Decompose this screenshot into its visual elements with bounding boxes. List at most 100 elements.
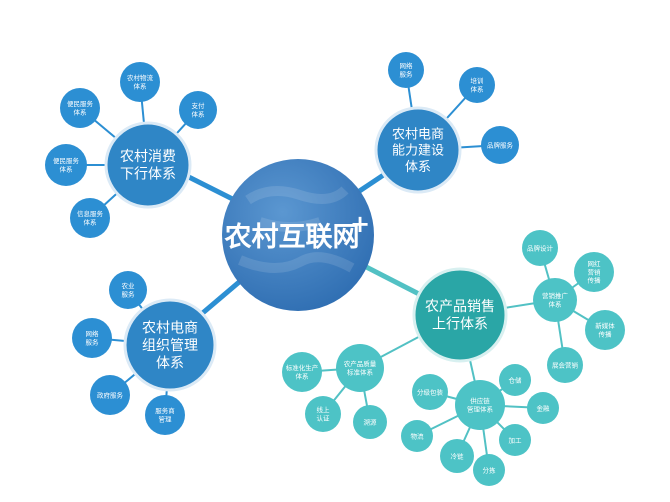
leaf-supply-label: 金融 bbox=[537, 403, 551, 412]
leaf-quality: 溯源 bbox=[353, 405, 387, 439]
hub-organization-label: 农村电商 bbox=[142, 320, 198, 336]
leaf-capacity-label: 品牌服务 bbox=[487, 140, 514, 149]
leaf-capacity-label: 网络 bbox=[400, 61, 414, 70]
leaf-supply-label: 分拣 bbox=[483, 465, 497, 474]
leaf-organization-label: 服务 bbox=[122, 289, 136, 298]
leaf-organization-circle bbox=[109, 271, 147, 309]
leaf-quality-circle bbox=[305, 396, 341, 432]
leaf-marketing: 展会营销 bbox=[547, 347, 583, 383]
leaf-marketing-label: 营销 bbox=[588, 267, 602, 276]
leaf-supply: 物流 bbox=[401, 420, 433, 452]
hub-organization-label: 体系 bbox=[156, 355, 184, 371]
center-plus: + bbox=[350, 210, 370, 238]
leaf-capacity: 品牌服务 bbox=[481, 126, 519, 164]
leaf-consumption-label: 农村物流 bbox=[127, 73, 154, 82]
subhub-marketing-label: 体系 bbox=[549, 299, 563, 308]
leaf-marketing-circle bbox=[574, 252, 614, 292]
leaf-consumption-circle bbox=[70, 198, 110, 238]
leaf-organization-label: 网络 bbox=[86, 329, 100, 338]
leaf-marketing-circle bbox=[547, 347, 583, 383]
leaf-supply-circle bbox=[401, 420, 433, 452]
subhub-quality-label: 标准体系 bbox=[347, 367, 374, 376]
hub-capacity-circle bbox=[374, 106, 462, 194]
leaf-supply-circle bbox=[499, 364, 531, 396]
leaf-organization-circle bbox=[145, 395, 185, 435]
subhub-marketing-circle bbox=[533, 278, 577, 322]
leaf-marketing-label: 网红 bbox=[588, 259, 602, 268]
leaf-supply: 分级包装 bbox=[412, 374, 448, 410]
leaf-supply-label: 分级包装 bbox=[417, 387, 444, 396]
leaf-organization-label: 政府服务 bbox=[97, 390, 124, 399]
subhub-marketing-label: 营销推广 bbox=[542, 291, 569, 300]
leaf-supply: 金融 bbox=[527, 392, 559, 424]
leaf-supply-circle bbox=[499, 424, 531, 456]
leaf-quality-label: 溯源 bbox=[364, 417, 378, 426]
leaf-organization-circle bbox=[90, 375, 130, 415]
leaf-consumption-circle bbox=[45, 144, 87, 186]
leaf-marketing-label: 新媒体 bbox=[595, 321, 615, 330]
hub-sales-label: 农产品销售 bbox=[425, 299, 495, 315]
leaf-organization-label: 农业 bbox=[122, 281, 136, 290]
hub-capacity-label: 体系 bbox=[405, 160, 431, 175]
leaf-quality-label: 线上 bbox=[317, 405, 331, 414]
hub-consumption-label: 下行体系 bbox=[120, 167, 176, 183]
hub-consumption-label: 农村消费 bbox=[120, 149, 176, 165]
center-title: 农村互联网 bbox=[224, 222, 360, 253]
leaf-capacity-label: 培训 bbox=[471, 76, 484, 85]
leaf-marketing: 品牌设计 bbox=[522, 230, 558, 266]
leaf-marketing-label: 传播 bbox=[588, 275, 602, 284]
leaf-quality-label: 标准化生产 bbox=[286, 363, 319, 372]
leaf-supply: 加工 bbox=[499, 424, 531, 456]
leaf-organization-label: 管理 bbox=[159, 414, 173, 423]
nodes: 农村消费下行体系农村电商能力建设体系农村电商组织管理体系农产品销售上行体系农村物… bbox=[45, 52, 625, 486]
leaf-supply-label: 加工 bbox=[509, 435, 523, 444]
leaf-supply: 分拣 bbox=[473, 454, 505, 486]
leaf-consumption-label: 体系 bbox=[192, 109, 206, 118]
leaf-consumption-label: 支付 bbox=[192, 101, 206, 110]
subhub-supply-circle bbox=[455, 380, 505, 430]
leaf-supply-circle bbox=[527, 392, 559, 424]
leaf-capacity-circle bbox=[459, 67, 495, 103]
subhub-supply-label: 供应链 bbox=[470, 396, 490, 405]
leaf-consumption-label: 信息服务 bbox=[77, 209, 104, 218]
leaf-marketing-circle bbox=[522, 230, 558, 266]
leaf-quality-circle bbox=[282, 352, 322, 392]
leaf-capacity-label: 服务 bbox=[400, 69, 414, 78]
leaf-supply-circle bbox=[412, 374, 448, 410]
leaf-supply-circle bbox=[473, 454, 505, 486]
leaf-quality-label: 认证 bbox=[317, 413, 331, 422]
leaf-consumption-label: 体系 bbox=[60, 164, 74, 173]
center-node: 农村互联网 + bbox=[222, 159, 374, 311]
leaf-supply-label: 仓储 bbox=[509, 375, 523, 384]
leaf-quality-circle bbox=[353, 405, 387, 439]
leaf-organization-label: 服务商 bbox=[155, 406, 175, 415]
leaf-organization: 政府服务 bbox=[90, 375, 130, 415]
subhub-quality-circle bbox=[336, 344, 384, 392]
leaf-consumption-label: 便民服务 bbox=[53, 156, 80, 165]
leaf-supply: 冷链 bbox=[440, 439, 474, 473]
leaf-capacity-circle bbox=[388, 52, 424, 88]
hub-sales-label: 上行体系 bbox=[432, 317, 488, 333]
leaf-consumption-label: 体系 bbox=[74, 107, 88, 116]
leaf-quality-label: 体系 bbox=[296, 371, 310, 380]
leaf-supply-circle bbox=[440, 439, 474, 473]
leaf-consumption-circle bbox=[60, 88, 100, 128]
hub-capacity-label: 能力建设 bbox=[392, 144, 444, 159]
